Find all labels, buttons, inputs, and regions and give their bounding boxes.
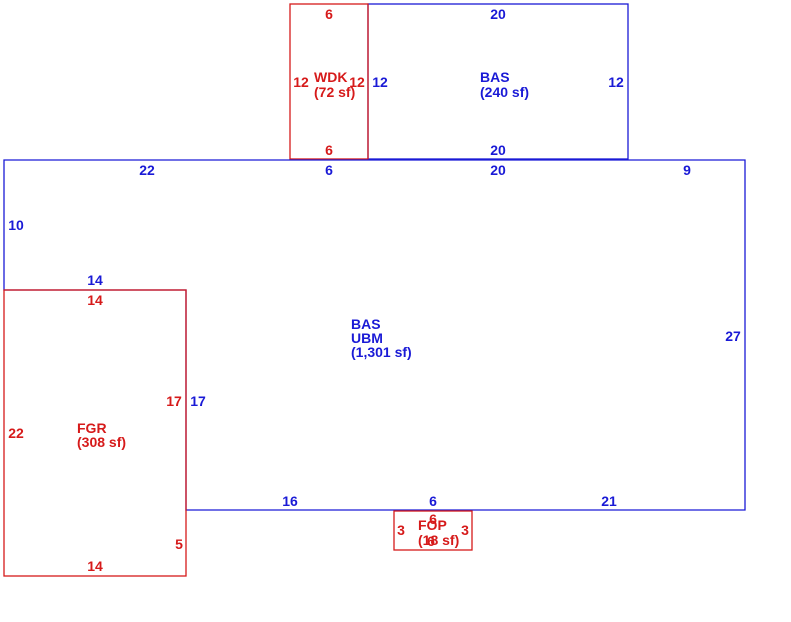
fgr-left-dim: 22	[8, 425, 24, 441]
fop-outline	[393, 510, 473, 551]
bas-main-code: BAS	[351, 316, 381, 332]
bas-upper-bottom-dim: 20	[490, 142, 506, 158]
fgr-bottom-dim: 14	[87, 558, 103, 574]
fgr-right-dim: 17	[166, 393, 182, 409]
wdk-bottom-dim: 6	[325, 142, 333, 158]
main-top-mid-dim: 6	[325, 162, 333, 178]
fop-bottom-dim: 6	[427, 533, 435, 549]
main-right-dim: 27	[725, 328, 741, 344]
fgr-lower-right-dim: 5	[175, 536, 183, 552]
fop-code: FOP	[418, 517, 447, 533]
main-step-dim: 14	[87, 272, 103, 288]
main-bottom-left-dim: 16	[282, 493, 298, 509]
fop-right-dim: 3	[461, 522, 469, 538]
bas-main-code2: UBM	[351, 330, 383, 346]
wdk-left-dim: 12	[293, 74, 309, 90]
bas-upper-top-dim: 20	[490, 6, 506, 22]
fop-left-dim: 3	[397, 522, 405, 538]
wdk-code: WDK	[314, 69, 347, 85]
main-top-20-dim: 20	[490, 162, 506, 178]
wdk-right-dim: 12	[349, 74, 365, 90]
wdk-top-dim: 6	[325, 6, 333, 22]
main-inner-dim: 17	[190, 393, 206, 409]
fgr-top-dim: 14	[87, 292, 103, 308]
main-top-left-dim: 22	[139, 162, 155, 178]
bas-upper-right-dim: 12	[608, 74, 624, 90]
bas-upper-left-dim: 12	[372, 74, 388, 90]
fgr-outline	[3, 289, 187, 577]
fgr-code: FGR	[77, 420, 107, 436]
bas-upper-code: BAS	[480, 69, 510, 85]
bas-upper-area: (240 sf)	[480, 84, 529, 100]
main-bottom-right-dim: 21	[601, 493, 617, 509]
fop-top-dim: 6	[429, 511, 437, 527]
wdk-area: (72 sf)	[314, 84, 355, 100]
bas-main-area: (1,301 sf)	[351, 344, 412, 360]
main-top-right-dim: 9	[683, 162, 691, 178]
fgr-area: (308 sf)	[77, 434, 126, 450]
fop-area: (18 sf)	[418, 532, 459, 548]
main-left-dim: 10	[8, 217, 24, 233]
main-bottom-mid-dim: 6	[429, 493, 437, 509]
wdk-outline	[289, 3, 369, 160]
